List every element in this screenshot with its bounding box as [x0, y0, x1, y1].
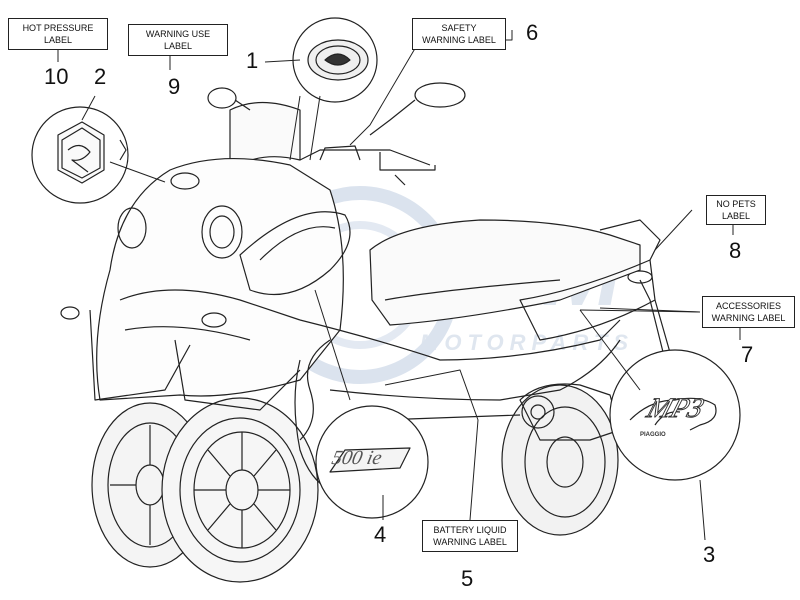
- hot-pressure-label-line2: LABEL: [43, 35, 73, 45]
- rear-wheel: [501, 384, 619, 536]
- hot-pressure-label-line1: HOT PRESSURE: [22, 23, 94, 33]
- warning-use-label-line2: LABEL: [163, 41, 193, 51]
- callout-7: 7: [741, 342, 754, 367]
- scooter-body: [60, 101, 676, 491]
- handlebar-mirrors: [207, 82, 466, 186]
- warning-use-label-box: WARNING USE LABEL: [128, 24, 228, 56]
- model-badge-text: 500 ie: [329, 447, 384, 469]
- callout-1: 1: [246, 48, 259, 73]
- no-pets-label-line1: NO PETS: [716, 199, 756, 209]
- mp3-logo-text: MP3: [643, 393, 709, 425]
- hot-pressure-label-box: HOT PRESSURE LABEL: [8, 18, 108, 50]
- leader-lines: [57, 30, 741, 541]
- callout-5: 5: [461, 566, 474, 591]
- callout-10: 10: [44, 64, 69, 89]
- callout-8: 8: [729, 238, 742, 263]
- no-pets-label-box: NO PETS LABEL: [706, 195, 766, 225]
- watermark-sub: MOTORPARTS: [420, 330, 635, 355]
- callout-6: 6: [526, 20, 539, 45]
- accessories-warning-label-line2: WARNING LABEL: [711, 313, 786, 323]
- battery-liquid-label-line1: BATTERY LIQUID: [433, 525, 507, 535]
- safety-warning-label-box: SAFETY WARNING LABEL: [412, 18, 506, 50]
- safety-warning-label-line1: SAFETY: [441, 23, 477, 33]
- no-pets-label-line2: LABEL: [721, 211, 751, 221]
- callout-2: 2: [94, 64, 107, 89]
- accessories-warning-label-line1: ACCESSORIES: [715, 301, 782, 311]
- callout-3: 3: [703, 542, 716, 567]
- front-right-wheel: [161, 397, 319, 583]
- detail-circle-3: [609, 349, 741, 481]
- brand-small-text: PIAGGIO: [640, 432, 666, 438]
- warning-use-label-line1: WARNING USE: [145, 29, 211, 39]
- callout-9: 9: [168, 74, 181, 99]
- callout-4: 4: [374, 522, 387, 547]
- battery-liquid-label-box: BATTERY LIQUID WARNING LABEL: [422, 520, 518, 552]
- accessories-warning-label-box: ACCESSORIES WARNING LABEL: [702, 296, 795, 328]
- battery-liquid-label-line2: WARNING LABEL: [433, 537, 507, 547]
- safety-warning-label-line2: WARNING LABEL: [422, 35, 496, 45]
